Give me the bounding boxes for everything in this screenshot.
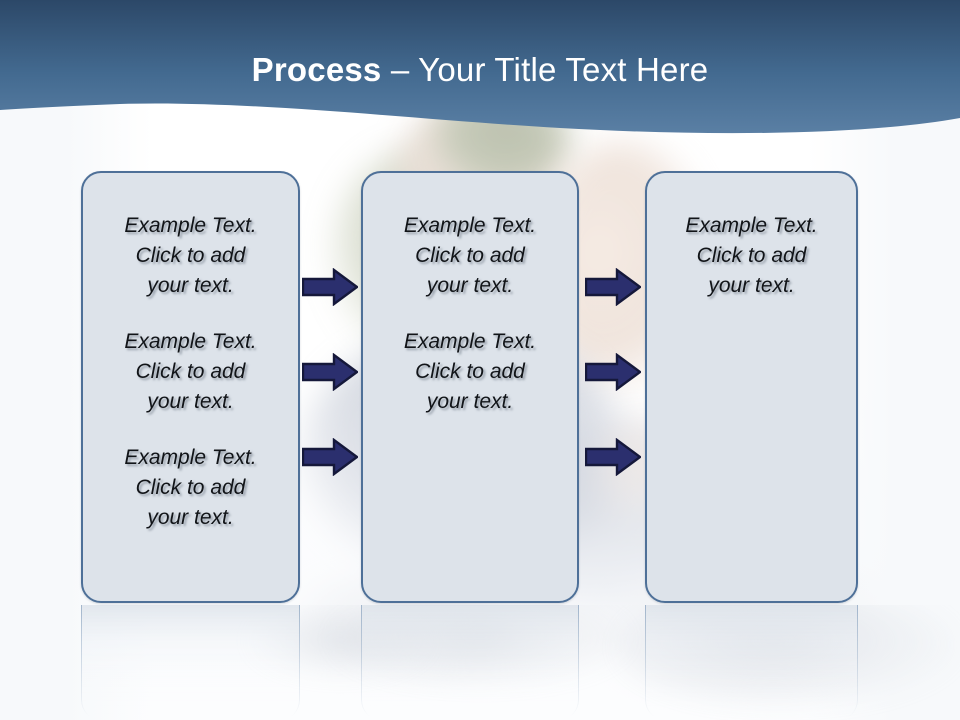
reflection-box-2 bbox=[361, 605, 579, 720]
process-box-1-content: Example Text. Click to add your text. Ex… bbox=[83, 173, 298, 533]
process-box-3[interactable]: Example Text. Click to add your text. bbox=[645, 171, 858, 603]
process-box-1[interactable]: Example Text. Click to add your text. Ex… bbox=[81, 171, 300, 603]
page-title-strong: Process bbox=[251, 51, 382, 88]
reflection-photo-shape-b bbox=[620, 605, 960, 707]
header-band: Process – Your Title Text Here bbox=[0, 0, 960, 140]
right-arrow-icon-2b bbox=[585, 353, 641, 391]
process-box-2-paragraph-1[interactable]: Example Text. Click to add your text. bbox=[403, 214, 537, 297]
reflection-photo-shape-a bbox=[330, 605, 630, 685]
right-arrow-icon-1c bbox=[302, 438, 358, 476]
process-box-3-paragraph-1[interactable]: Example Text. Click to add your text. bbox=[685, 214, 818, 297]
process-box-2-paragraph-2[interactable]: Example Text. Click to add your text. bbox=[403, 330, 537, 413]
right-arrow-icon-1b bbox=[302, 353, 358, 391]
process-box-2-content: Example Text. Click to add your text. Ex… bbox=[363, 173, 577, 417]
page-title-rest: – Your Title Text Here bbox=[381, 51, 709, 88]
reflection-photo-shape-c bbox=[250, 605, 430, 675]
right-arrow-icon-2c bbox=[585, 438, 641, 476]
floor-line bbox=[0, 603, 960, 605]
process-box-1-paragraph-2[interactable]: Example Text. Click to add your text. bbox=[124, 330, 257, 413]
reflection-box-1 bbox=[81, 605, 300, 720]
right-arrow-icon-1a bbox=[302, 268, 358, 306]
reflection-photo bbox=[0, 605, 960, 720]
right-arrow-icon-2a bbox=[585, 268, 641, 306]
reflection-box-3 bbox=[645, 605, 858, 720]
header-band-shape bbox=[0, 0, 960, 134]
process-box-2[interactable]: Example Text. Click to add your text. Ex… bbox=[361, 171, 579, 603]
page-title: Process – Your Title Text Here bbox=[0, 50, 960, 90]
reflection-layer bbox=[0, 605, 960, 720]
process-box-1-paragraph-3[interactable]: Example Text. Click to add your text. bbox=[124, 446, 257, 529]
process-box-1-paragraph-1[interactable]: Example Text. Click to add your text. bbox=[124, 214, 257, 297]
process-box-3-content: Example Text. Click to add your text. bbox=[647, 173, 856, 301]
